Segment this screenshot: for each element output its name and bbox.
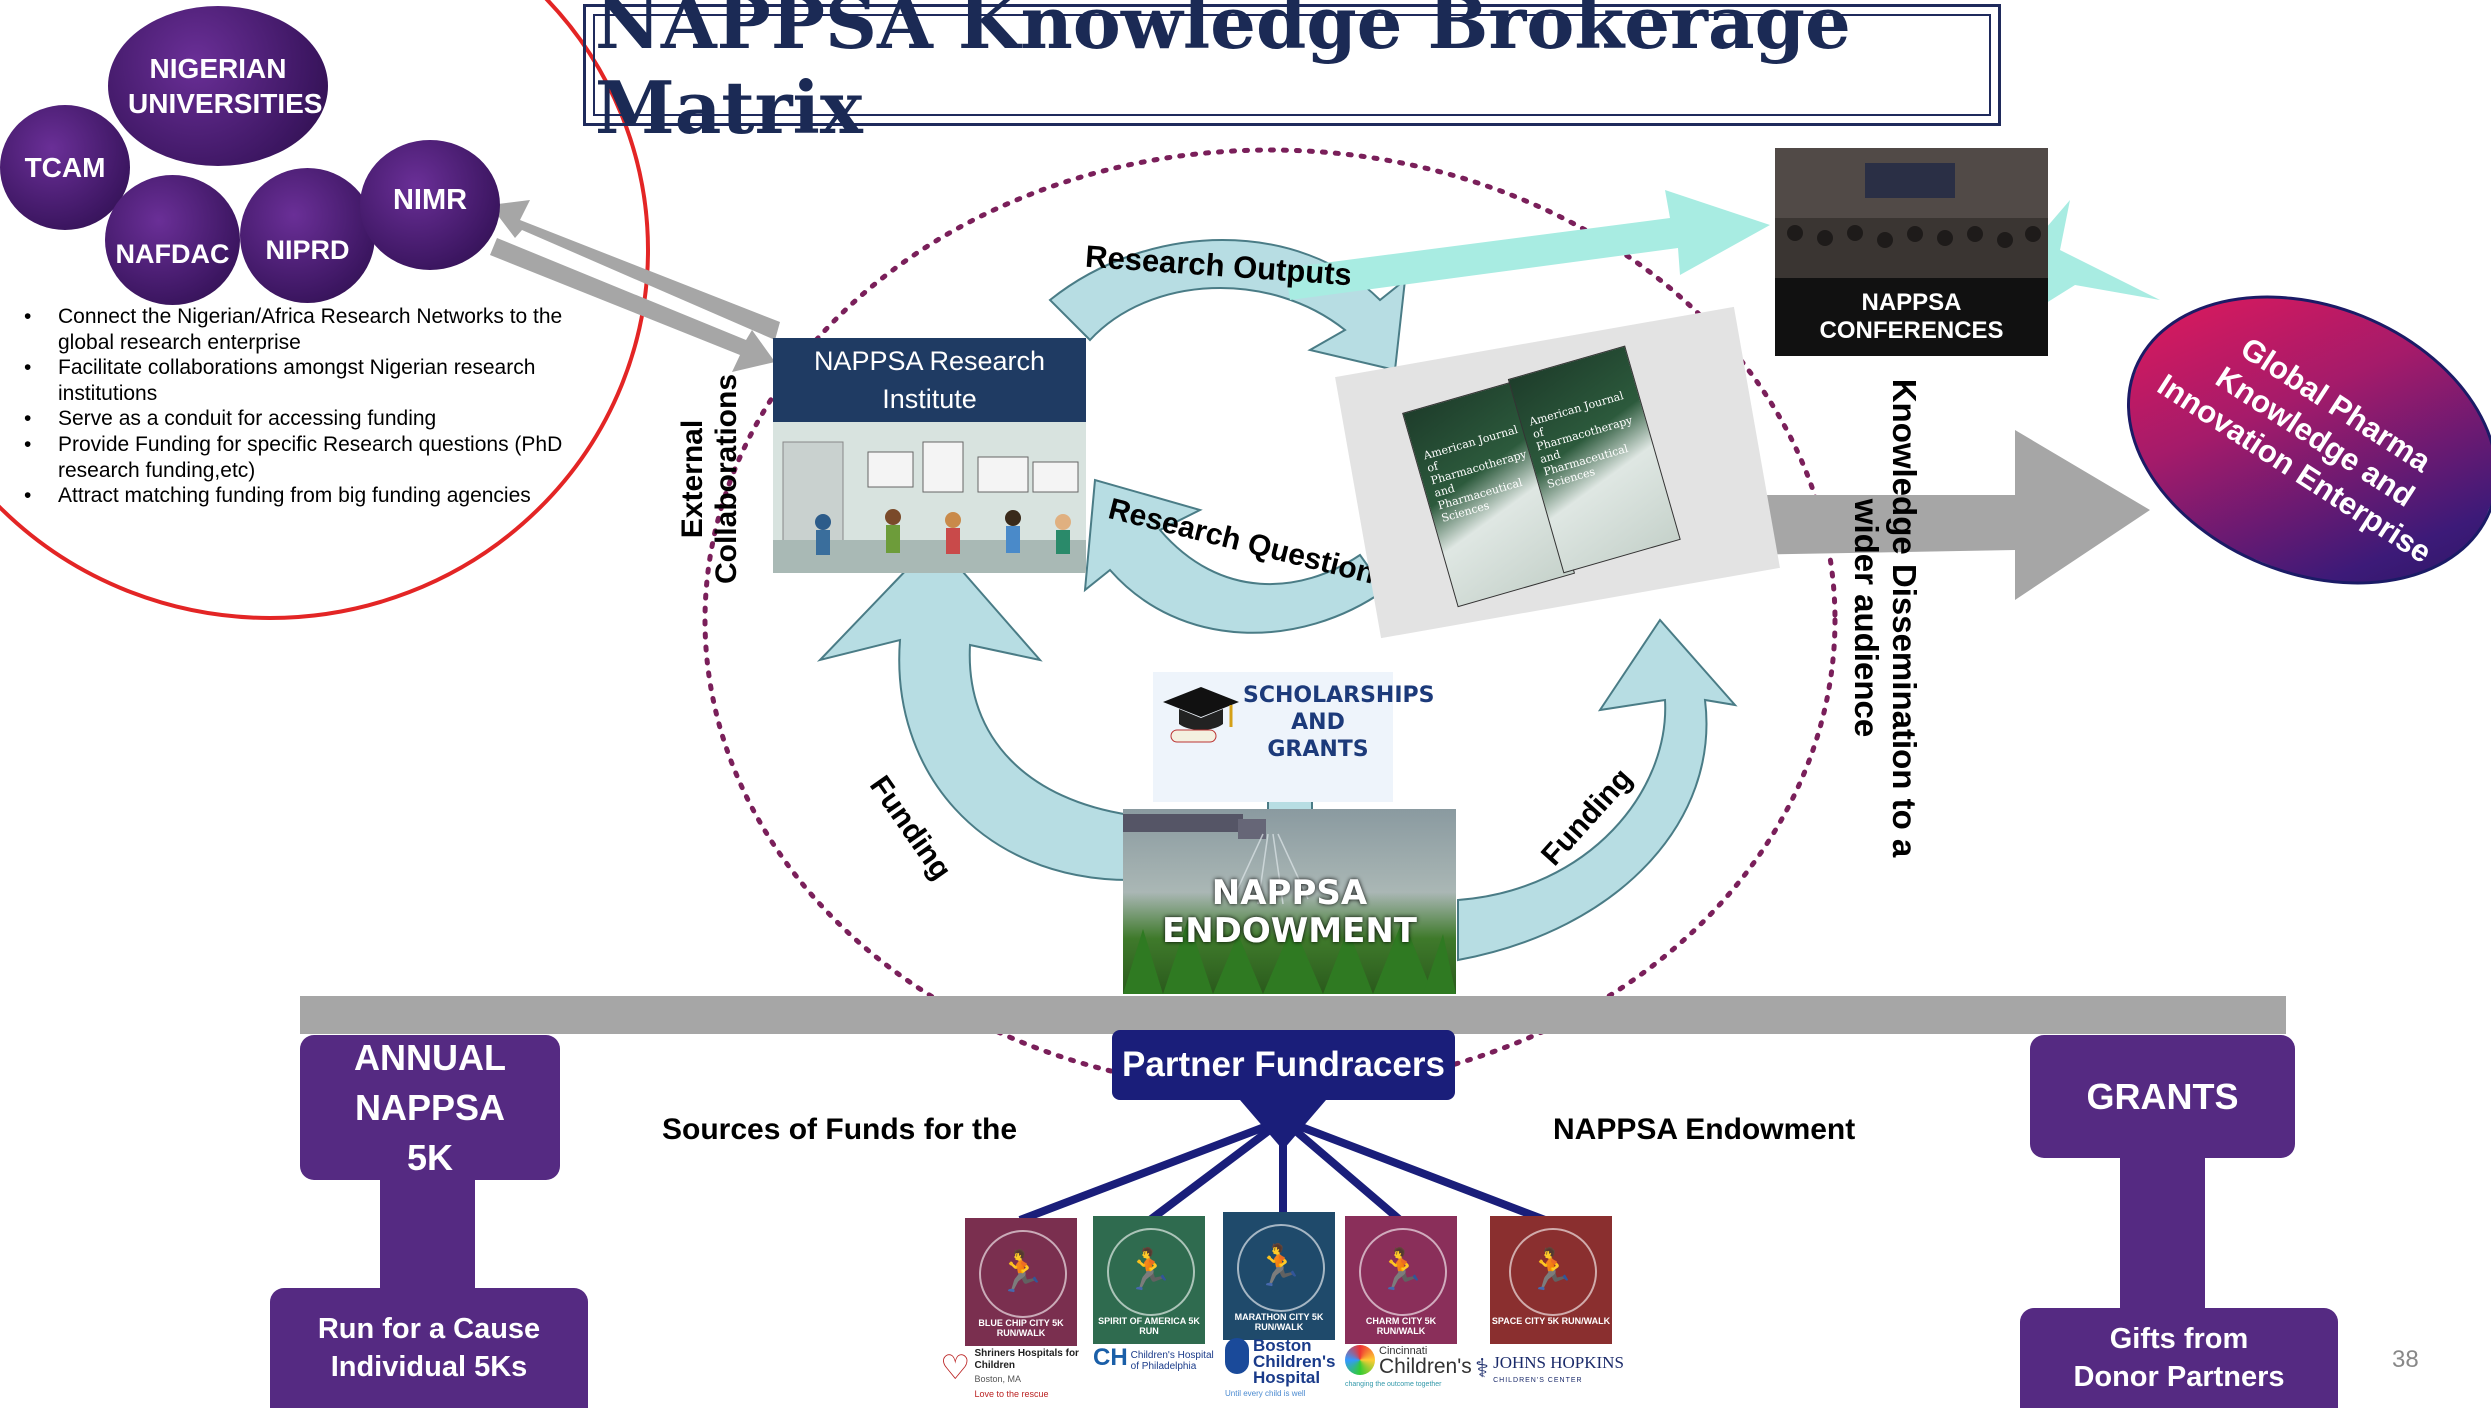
list-item: Connect the Nigerian/Africa Research Net… <box>18 304 618 355</box>
chop-icon: CH <box>1093 1344 1128 1371</box>
bubble-tcam: TCAM <box>0 105 130 230</box>
conferences-label: NAPPSA CONFERENCES <box>1775 278 2048 356</box>
grants-label: GRANTS <box>2086 1075 2239 1117</box>
cincinnati-swirl-icon <box>1345 1345 1375 1375</box>
runner-icon: 🏃 <box>996 1250 1046 1294</box>
bubble-nigerian-universities-label: NIGERIAN UNIVERSITIES <box>128 53 323 119</box>
network-roles-list: Connect the Nigerian/Africa Research Net… <box>18 304 618 509</box>
conference-to-global-arrow <box>2035 200 2160 310</box>
funding-right-arrow <box>1457 618 1738 962</box>
research-institute-card: NAPPSA Research Institute <box>773 338 1086 573</box>
boston-childrens-logo: Boston Children's Hospital Until every c… <box>1225 1336 1336 1398</box>
list-item: Facilitate collaborations amongst Nigeri… <box>18 355 618 406</box>
bubble-nafdac-label: NAFDAC <box>115 239 230 270</box>
dotted-ecosystem-ellipse <box>702 147 1838 1093</box>
scholarships-label: SCHOLARSHIPS AND GRANTS <box>1243 683 1435 762</box>
endowment-photo: NAPPSA ENDOWMENT <box>1123 809 1456 994</box>
partner-hub-arrow <box>1240 1100 1326 1150</box>
list-item: Serve as a conduit for accessing funding <box>18 406 618 432</box>
research-institute-illustration <box>773 422 1086 573</box>
bubble-nigerian-universities: NIGERIAN UNIVERSITIES <box>108 6 328 166</box>
grants-box: GRANTS <box>2030 1035 2295 1158</box>
research-institute-title: NAPPSA Research Institute <box>773 338 1086 422</box>
bubble-niprd: NIPRD <box>240 168 375 303</box>
annual-5k-box: ANNUAL NAPPSA 5K <box>300 1035 560 1180</box>
annual-5k-label: ANNUAL NAPPSA 5K <box>354 1036 506 1178</box>
grants-pillar <box>2120 1150 2205 1310</box>
research-network-circle <box>0 0 650 620</box>
runner-icon: 🏃 <box>1526 1248 1576 1292</box>
runner-icon: 🏃 <box>1124 1248 1174 1292</box>
gifts-box: Gifts from Donor Partners <box>2020 1308 2338 1408</box>
partner-fundracers-box: Partner Fundracers <box>1112 1030 1455 1100</box>
conference-photo <box>1775 148 2048 278</box>
bubble-nafdac: NAFDAC <box>105 175 240 305</box>
knowledge-dissemination-label: Knowledge Dissemination to a wider audie… <box>1848 378 1923 858</box>
gifts-label: Gifts from Donor Partners <box>2073 1323 2285 1393</box>
runner-icon: 🏃 <box>1254 1244 1304 1288</box>
sources-left-label: Sources of Funds for the <box>662 1113 1018 1146</box>
external-collaborations-label: External Collaborations <box>676 374 743 585</box>
runner-icon: 🏃 <box>1376 1248 1426 1292</box>
graduation-cap-icon <box>1163 687 1239 743</box>
sources-right-label: NAPPSA Endowment <box>1553 1113 1856 1146</box>
partner-fundracers-label: Partner Fundracers <box>1122 1045 1445 1084</box>
race-logo: 🏃 SPACE CITY 5K RUN/WALK <box>1490 1216 1612 1344</box>
run-for-cause-box: Run for a Cause Individual 5Ks <box>270 1288 588 1408</box>
heart-icon: ♡ <box>940 1349 971 1387</box>
chop-logo: CH Children's Hospital of Philadelphia <box>1093 1344 1214 1373</box>
race-logo: 🏃 CHARM CITY 5K RUN/WALK <box>1345 1216 1457 1344</box>
list-item: Provide Funding for specific Research qu… <box>18 432 618 483</box>
collaboration-arrows <box>490 200 780 372</box>
race-logo: 🏃 MARATHON CITY 5K RUN/WALK <box>1223 1212 1335 1340</box>
bubble-nimr-label: NIMR <box>392 183 468 216</box>
johns-hopkins-logo: ⚕ JOHNS HOPKINS CHILDREN'S CENTER <box>1475 1353 1624 1384</box>
annual-5k-pillar <box>380 1170 475 1295</box>
shriners-logo: ♡ Shriners Hospitals for Children Boston… <box>940 1348 1079 1399</box>
outputs-to-conference-arrow <box>1285 190 1770 300</box>
bubble-nimr: NIMR <box>360 140 500 270</box>
hopkins-shield-icon: ⚕ <box>1475 1353 1490 1383</box>
research-question-arrow <box>1083 478 1387 634</box>
run-for-cause-label: Run for a Cause Individual 5Ks <box>317 1313 541 1383</box>
page-number: 38 <box>2392 1346 2419 1373</box>
title-frame: NAPPSA Knowledge Brokerage Matrix <box>583 0 2001 150</box>
foundation-bar <box>300 996 2286 1034</box>
race-logo: 🏃 SPIRIT OF AMERICA 5K RUN <box>1093 1216 1205 1344</box>
boston-childrens-icon <box>1225 1338 1249 1374</box>
race-logo: 🏃 BLUE CHIP CITY 5K RUN/WALK <box>965 1218 1077 1346</box>
scholarships-grants-graphic: SCHOLARSHIPS AND GRANTS <box>1153 672 1435 802</box>
page-title: NAPPSA Knowledge Brokerage Matrix <box>595 0 1851 150</box>
funding-left-arrow <box>816 538 1131 882</box>
dissemination-arrow <box>1735 430 2150 600</box>
bubble-niprd-label: NIPRD <box>265 234 350 265</box>
endowment-label: NAPPSA ENDOWMENT <box>1161 873 1418 951</box>
bubble-tcam-label: TCAM <box>24 152 106 183</box>
list-item: Attract matching funding from big fundin… <box>18 483 618 509</box>
title-inner-frame: NAPPSA Knowledge Brokerage Matrix <box>593 0 1991 150</box>
cincinnati-childrens-logo: Cincinnati Children's changing the outco… <box>1345 1345 1472 1388</box>
